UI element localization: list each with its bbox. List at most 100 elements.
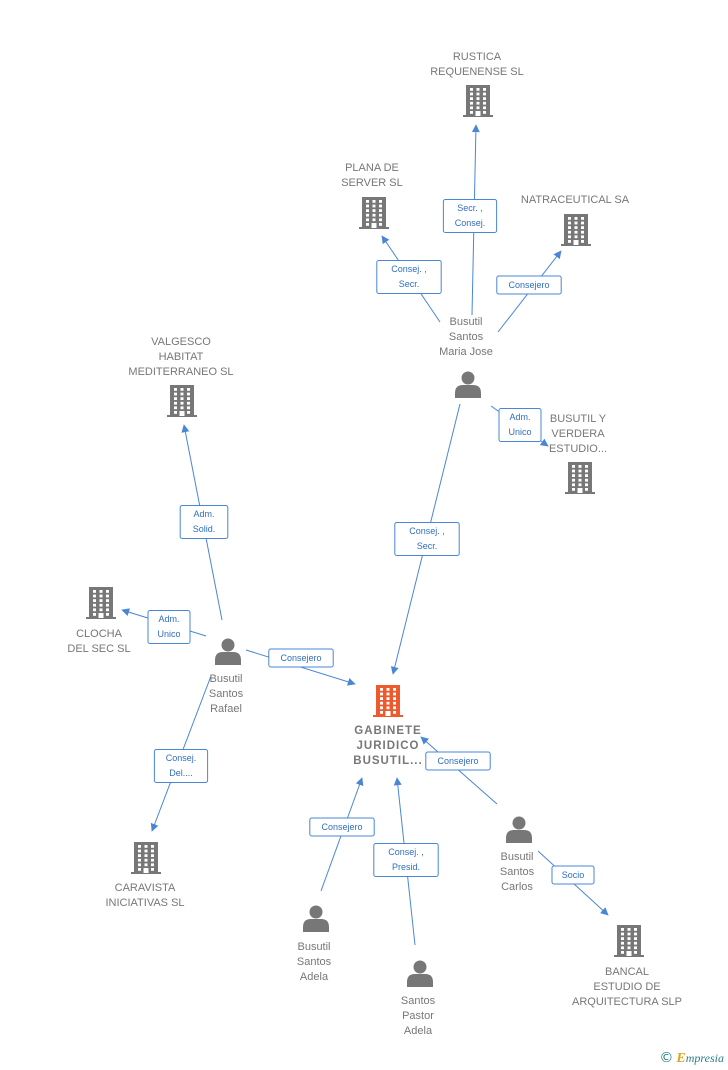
node-label: PLANA DE xyxy=(345,162,399,174)
building-icon xyxy=(86,587,116,619)
edge-role-label: Del.... xyxy=(169,768,193,778)
edge-carlos-to-gabinete: Consejero xyxy=(420,736,498,805)
edge-maria_jose-to-rustica: Secr. ,Consej. xyxy=(442,124,498,316)
node-label: Busutil xyxy=(297,941,330,953)
node-label: BUSUTIL Y xyxy=(550,413,607,425)
person-icon xyxy=(407,960,433,987)
node-label: Santos xyxy=(209,688,244,700)
edge-adela_s-to-gabinete: Consej. , Presid. xyxy=(373,777,439,946)
edge-rafael-to-clocha: Adm. Unico xyxy=(121,608,207,644)
node-label: Santos xyxy=(449,331,484,343)
node-label: Maria Jose xyxy=(439,346,493,358)
edge-role-box[interactable] xyxy=(268,648,334,668)
node-label: Adela xyxy=(300,971,329,983)
building-icon xyxy=(359,197,389,229)
edge-role-box[interactable] xyxy=(498,408,542,442)
person-icon xyxy=(303,905,329,932)
edge-role-label: Consej. , xyxy=(391,264,427,274)
node-label: REQUENENSE SL xyxy=(430,66,524,78)
node-label: Pastor xyxy=(402,1010,434,1022)
node-label: Santos xyxy=(297,956,332,968)
edge-role-label: Consejero xyxy=(437,756,478,766)
node-natraceutical[interactable]: NATRACEUTICAL SA xyxy=(521,194,630,246)
node-bancal[interactable]: BANCAL ESTUDIO DE ARQUITECTURA SLP xyxy=(572,925,682,1008)
node-label: Santos xyxy=(401,995,436,1007)
node-label: Santos xyxy=(500,866,535,878)
edge-role-box[interactable] xyxy=(551,865,595,885)
building-icon xyxy=(561,214,591,246)
edge-role-label: Adm. xyxy=(509,412,530,422)
node-label: Rafael xyxy=(210,703,242,715)
node-label: MEDITERRANEO SL xyxy=(128,366,233,378)
edge-role-label: Consejero xyxy=(508,280,549,290)
edge-maria_jose-to-natraceutical: Consejero xyxy=(496,250,562,333)
node-plana[interactable]: PLANA DE SERVER SL xyxy=(341,162,403,229)
edge-role-label: Consej. , xyxy=(409,526,445,536)
copyright-symbol: © xyxy=(659,1050,674,1066)
person-icon xyxy=(215,638,241,665)
node-busutil_verdera[interactable]: BUSUTIL YVERDERAESTUDIO... xyxy=(549,413,607,494)
edge-role-label: Unico xyxy=(508,427,531,437)
node-label: GABINETE xyxy=(354,725,421,737)
edge-role-box[interactable] xyxy=(153,749,209,783)
edge-maria_jose-to-busutil_verdera: Adm. Unico xyxy=(490,405,549,447)
edge-role-label: Consejero xyxy=(321,822,362,832)
edge-role-box[interactable] xyxy=(373,843,439,877)
node-label: Busutil xyxy=(500,851,533,863)
edge-role-box[interactable] xyxy=(147,610,191,644)
edge-maria_jose-to-plana: Consej. , Secr. xyxy=(376,235,442,323)
building-icon xyxy=(131,842,161,874)
node-label: Adela xyxy=(404,1025,433,1037)
edge-role-label: Secr. xyxy=(399,279,420,289)
node-label: BANCAL xyxy=(605,966,649,978)
edge-role-box[interactable] xyxy=(179,505,229,539)
edge-rafael-to-caravista: Consej.Del.... xyxy=(150,675,212,832)
node-label: RUSTICA xyxy=(453,51,502,63)
node-label: Busutil xyxy=(209,673,242,685)
edge-role-label: Consejero xyxy=(280,653,321,663)
edge-role-box[interactable] xyxy=(442,199,498,233)
person-icon xyxy=(455,371,481,398)
node-gabinete[interactable]: GABINETE JURIDICO BUSUTIL... xyxy=(353,685,422,767)
node-label: VERDERA xyxy=(551,428,605,440)
edge-role-label: Presid. xyxy=(392,862,420,872)
edge-role-label: Adm. xyxy=(193,509,214,519)
edge-carlos-to-bancal: Socio xyxy=(537,850,609,916)
building-icon xyxy=(373,685,403,717)
edge-role-label: Socio xyxy=(562,870,585,880)
node-label: ARQUITECTURA SLP xyxy=(572,996,682,1008)
node-label: JURIDICO xyxy=(357,740,420,752)
edge-role-box[interactable] xyxy=(376,260,442,294)
edge-role-box[interactable] xyxy=(309,817,375,837)
edge-role-box[interactable] xyxy=(394,522,460,556)
node-label: BUSUTIL... xyxy=(353,755,422,767)
edge-role-label: Unico xyxy=(157,629,180,639)
edge-role-label: Solid. xyxy=(193,524,216,534)
edge-role-box[interactable] xyxy=(496,275,562,295)
node-label: CARAVISTA xyxy=(115,882,176,894)
node-label: Carlos xyxy=(501,881,533,893)
node-label: VALGESCO xyxy=(151,336,211,348)
node-label: Busutil xyxy=(449,316,482,328)
building-icon xyxy=(614,925,644,957)
node-rustica[interactable]: RUSTICA REQUENENSE SL xyxy=(430,51,524,117)
brand-logo: Empresia xyxy=(676,1050,724,1066)
person-icon xyxy=(506,816,532,843)
edge-role-label: Secr. xyxy=(417,541,438,551)
edge-role-box[interactable] xyxy=(425,751,491,771)
node-label: ESTUDIO DE xyxy=(593,981,660,993)
node-label: CLOCHA xyxy=(76,628,123,640)
node-label: SERVER SL xyxy=(341,177,403,189)
building-icon xyxy=(167,385,197,417)
edge-role-label: Adm. xyxy=(158,614,179,624)
edge-role-label: Consej. , xyxy=(388,847,424,857)
